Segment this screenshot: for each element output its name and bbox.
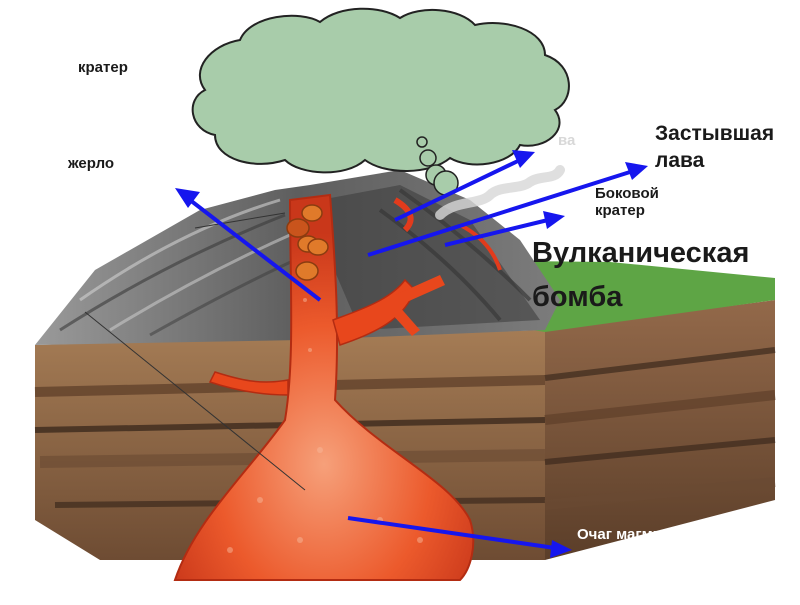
label-solidified-lava-line1: Застывшая bbox=[655, 122, 775, 145]
label-side-crater-line2: кратер bbox=[595, 202, 645, 219]
label-volcanic-bomb-line2: бомба bbox=[532, 281, 623, 313]
magma-system bbox=[173, 193, 475, 581]
pointer-arrows bbox=[175, 150, 648, 558]
label-vent: жерло bbox=[68, 155, 115, 172]
arrow-side-crater bbox=[444, 218, 549, 247]
arrow-solidified-lava-head bbox=[625, 162, 648, 180]
label-crater: кратер bbox=[78, 59, 128, 76]
arrow-lava-head bbox=[512, 150, 535, 168]
arrow-solidified-lava bbox=[367, 170, 631, 257]
label-lava-partial: ва bbox=[558, 132, 576, 149]
arrow-side-crater-head bbox=[543, 211, 565, 229]
volcanic-bomb-icon bbox=[286, 204, 329, 281]
smoke-plume bbox=[435, 165, 565, 220]
label-side-crater-line1: Боковой bbox=[595, 185, 659, 202]
arrow-magma-chamber-head bbox=[550, 540, 572, 558]
arrow-vent bbox=[188, 198, 322, 302]
label-magma-chamber: Очаг магмы bbox=[577, 526, 666, 543]
leader-lines bbox=[84, 212, 306, 491]
label-solidified-lava-line2: лава bbox=[655, 149, 705, 172]
arrow-lava bbox=[394, 158, 521, 222]
ash-cloud-icon bbox=[191, 7, 570, 196]
arrow-magma-chamber bbox=[347, 516, 556, 550]
arrow-vent-head bbox=[175, 188, 200, 208]
label-volcanic-bomb-line1: Вулканическая bbox=[532, 237, 750, 269]
